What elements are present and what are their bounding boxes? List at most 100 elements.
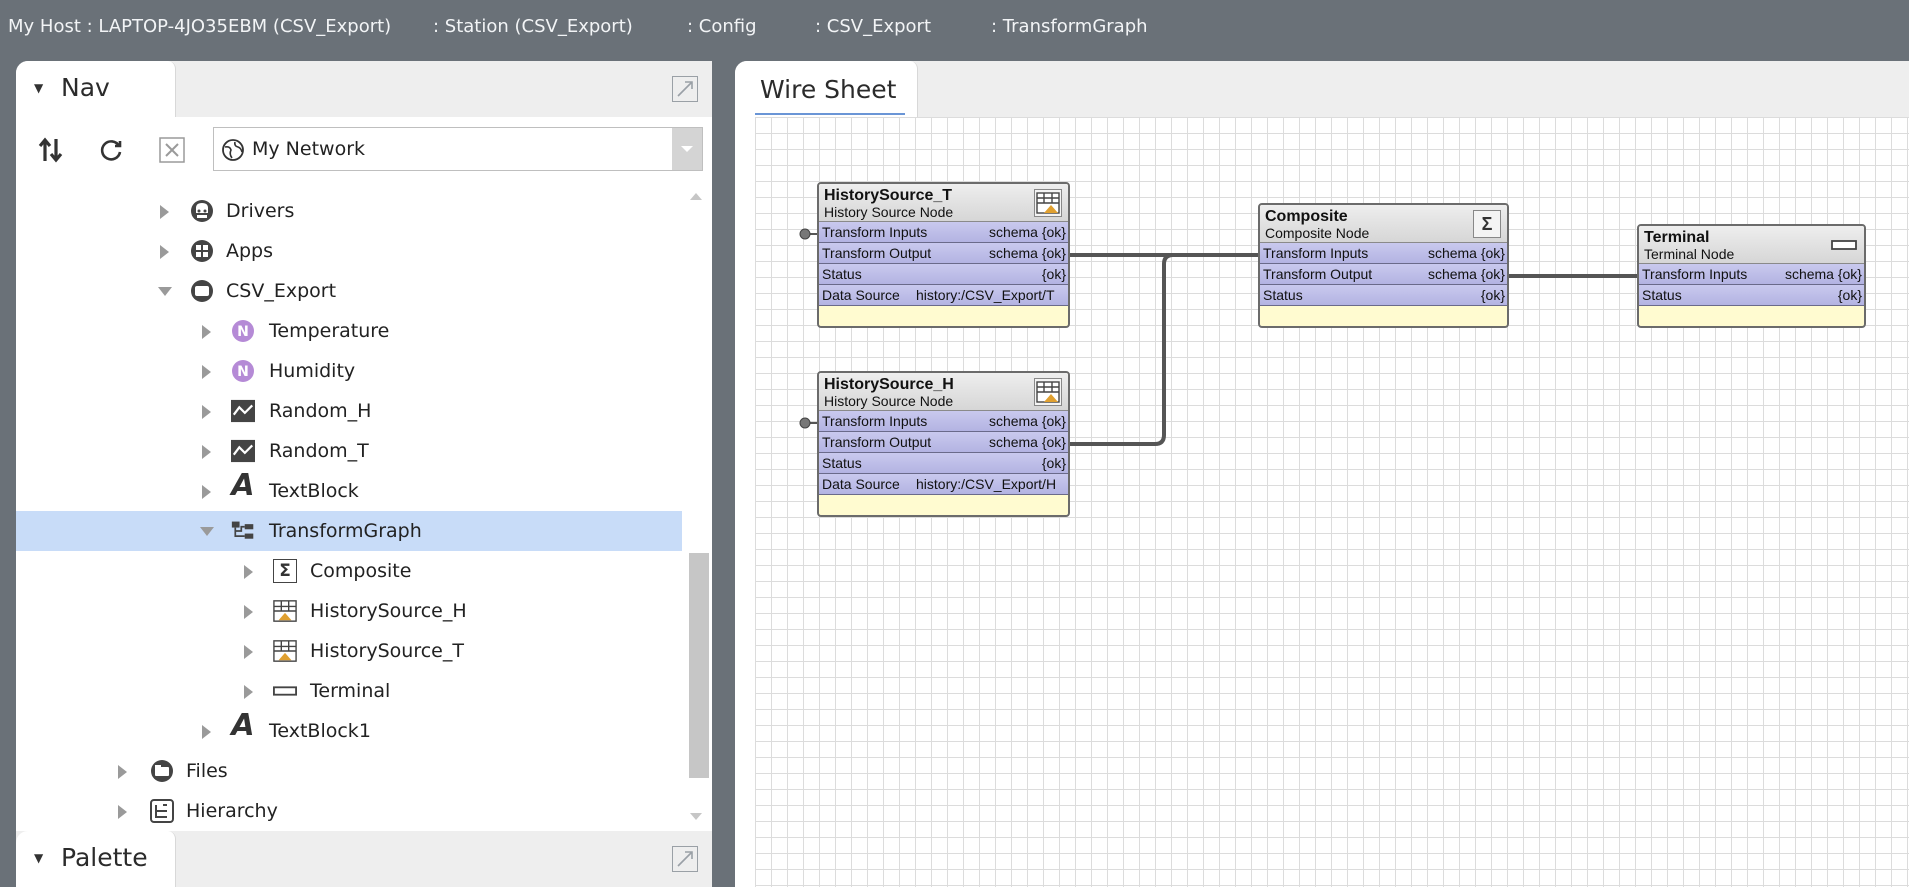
palette-tab-title: Palette — [61, 843, 148, 872]
slot-status[interactable]: Status{ok} — [1639, 285, 1864, 306]
globe-icon — [222, 139, 244, 161]
tree-item-random-t[interactable]: Random_T — [16, 431, 682, 471]
tree-item-composite[interactable]: Σ Composite — [16, 551, 682, 591]
scroll-down-icon[interactable] — [690, 813, 702, 820]
collapse-arrow-icon[interactable] — [200, 527, 214, 536]
node-header: HistorySource_T History Source Node — [819, 184, 1068, 222]
expand-arrow-icon[interactable] — [160, 245, 169, 259]
breadcrumb-config[interactable]: : Config — [687, 16, 757, 37]
network-select[interactable]: My Network — [213, 127, 703, 171]
apps-icon — [190, 239, 214, 263]
svg-text:N: N — [237, 324, 249, 340]
scrollbar-thumb[interactable] — [689, 553, 709, 778]
nav-tree: Drivers Apps CSV_Export N Temperature — [16, 181, 712, 831]
history-source-t-node[interactable]: HistorySource_T History Source Node Tran… — [817, 182, 1070, 328]
collapse-caret-icon[interactable]: ▼ — [34, 81, 44, 95]
expand-arrow-icon[interactable] — [202, 445, 211, 459]
expand-arrow-icon[interactable] — [202, 725, 211, 739]
palette-tab[interactable]: ▼ Palette — [16, 831, 176, 887]
tree-item-drivers[interactable]: Drivers — [16, 191, 682, 231]
expand-arrow-icon[interactable] — [202, 485, 211, 499]
tree-item-label: Apps — [226, 240, 274, 262]
tree-item-hierarchy[interactable]: Hierarchy — [16, 791, 682, 831]
tree-item-label: HistorySource_H — [310, 600, 467, 622]
chevron-down-icon[interactable] — [672, 128, 702, 170]
tree-item-apps[interactable]: Apps — [16, 231, 682, 271]
collapse-arrow-icon[interactable] — [158, 287, 172, 296]
wire-sheet-tab-title: Wire Sheet — [760, 75, 897, 104]
tree-item-csv-export[interactable]: CSV_Export — [16, 271, 682, 311]
expand-arrow-icon[interactable] — [244, 685, 253, 699]
slot-status[interactable]: Status{ok} — [1260, 285, 1507, 306]
tree-item-random-h[interactable]: Random_H — [16, 391, 682, 431]
scroll-up-icon[interactable] — [690, 193, 702, 200]
tree-item-files[interactable]: Files — [16, 751, 682, 791]
palette-maximize-button[interactable] — [672, 846, 698, 872]
history-source-icon — [1034, 378, 1062, 406]
tree-item-temperature[interactable]: N Temperature — [16, 311, 682, 351]
refresh-icon — [100, 140, 122, 161]
close-icon — [159, 137, 185, 163]
collapse-caret-icon[interactable]: ▼ — [34, 851, 44, 865]
composite-icon: Σ — [1473, 210, 1501, 238]
ramp-icon — [231, 399, 255, 423]
tree-item-transform-graph[interactable]: TransformGraph — [16, 511, 682, 551]
slot-status[interactable]: Status{ok} — [819, 453, 1068, 474]
tree-item-history-source-t[interactable]: HistorySource_T — [16, 631, 682, 671]
nav-tab[interactable]: ▼ Nav — [16, 61, 176, 117]
numeric-point-icon: N — [231, 359, 255, 383]
terminal-icon — [1830, 231, 1858, 259]
tree-item-textblock1[interactable]: A TextBlock1 — [16, 708, 682, 751]
breadcrumb-host[interactable]: My Host : LAPTOP-4JO35EBM (CSV_Export) — [8, 16, 392, 37]
expand-arrow-icon[interactable] — [244, 645, 253, 659]
expand-arrow-icon[interactable] — [160, 205, 169, 219]
expand-arrow-icon[interactable] — [118, 805, 127, 819]
composite-node[interactable]: Composite Composite Node Σ Transform Inp… — [1258, 203, 1509, 328]
node-footer — [1260, 306, 1507, 322]
expand-arrow-icon[interactable] — [202, 365, 211, 379]
expand-arrow-icon[interactable] — [118, 765, 127, 779]
tree-item-textblock[interactable]: A TextBlock — [16, 467, 682, 511]
breadcrumb-transform-graph[interactable]: : TransformGraph — [991, 16, 1148, 37]
slot-status[interactable]: Status{ok} — [819, 264, 1068, 285]
nav-maximize-button[interactable] — [672, 76, 698, 102]
ramp-icon — [231, 439, 255, 463]
expand-arrow-icon[interactable] — [202, 405, 211, 419]
nav-tabstrip: ▼ Nav — [16, 61, 712, 117]
node-header: Terminal Terminal Node — [1639, 226, 1864, 264]
expand-arrow-icon[interactable] — [244, 605, 253, 619]
close-button[interactable] — [157, 135, 187, 165]
svg-text:N: N — [237, 364, 249, 380]
nav-tree-scrollbar[interactable] — [682, 181, 712, 831]
node-type: Composite Node — [1265, 225, 1370, 241]
node-type: History Source Node — [824, 393, 954, 409]
refresh-button[interactable] — [96, 135, 126, 165]
tree-item-terminal[interactable]: Terminal — [16, 671, 682, 711]
breadcrumb-station[interactable]: : Station (CSV_Export) — [433, 16, 633, 37]
files-icon — [150, 759, 174, 783]
history-source-h-node[interactable]: HistorySource_H History Source Node Tran… — [817, 371, 1070, 517]
station-folder-icon — [190, 279, 214, 303]
expand-arrow-icon[interactable] — [202, 325, 211, 339]
drivers-icon — [190, 199, 214, 223]
tree-item-label: Terminal — [310, 680, 391, 702]
history-source-icon — [273, 639, 297, 663]
tab-wire-sheet[interactable]: Wire Sheet — [735, 61, 918, 117]
node-name: HistorySource_H — [824, 376, 954, 393]
expand-arrow-icon[interactable] — [244, 565, 253, 579]
text-block-icon: A — [231, 467, 255, 503]
sync-button[interactable] — [36, 135, 66, 165]
tree-item-humidity[interactable]: N Humidity — [16, 351, 682, 391]
breadcrumb-csv-export[interactable]: : CSV_Export — [815, 16, 932, 37]
tree-item-history-source-h[interactable]: HistorySource_H — [16, 591, 682, 631]
